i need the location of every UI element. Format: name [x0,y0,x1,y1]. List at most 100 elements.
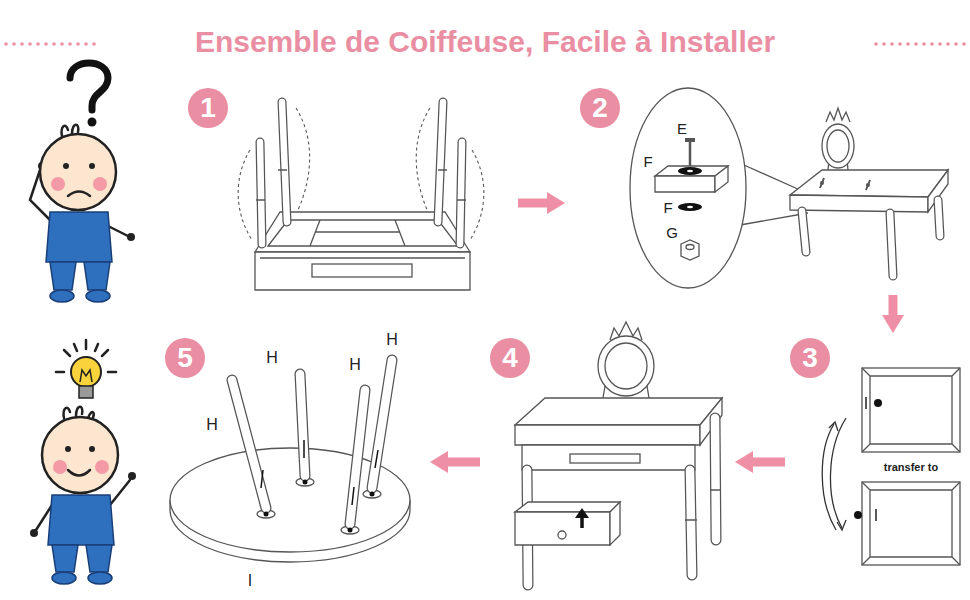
assembled-vanity-part [558,531,566,539]
arrow-shaft [446,458,480,467]
vanity-table-part [938,200,940,236]
upside-down-table [238,102,484,290]
upside-down-table-part [256,170,466,200]
assembled-vanity-part [690,470,692,575]
assembled-vanity-part [598,336,654,396]
upside-down-table-part [255,252,470,290]
part-letter: H [386,331,398,348]
vanity-table-part [790,195,928,212]
happy-boy-part [42,417,118,493]
vanity-table-part [790,170,948,197]
stool-part [300,374,305,476]
drawer-box-part [854,511,862,519]
assembled-vanity-part [610,502,620,545]
vanity-table-part [802,211,806,252]
confused-boy-part [86,290,110,302]
assembled-vanity-part [570,454,640,463]
dotted-rule-part [898,42,902,46]
confused-boy-part [70,63,108,110]
upside-down-table-part [312,264,412,277]
assembled-vanity-part [690,470,692,575]
dotted-rule-part [28,42,32,46]
step-number: 2 [580,88,620,128]
step-number: 3 [790,338,830,378]
assembled-vanity-part [575,508,589,518]
dotted-rule-part [68,42,72,46]
upside-down-table-part [238,150,252,240]
assembled-vanity-part [515,512,610,545]
hardware-callout-part [678,203,702,211]
happy-boy-part [80,370,92,382]
happy-boy-part [71,357,101,387]
happy-boy-part [88,572,112,584]
confused-boy-part [108,226,128,236]
drawer-box [822,368,960,565]
dotted-rule-part [962,42,966,46]
stool-part [232,380,266,508]
hardware-callout-part [686,245,694,250]
happy-boy-part [95,460,109,474]
part-letter: H [206,416,218,433]
assembled-vanity-part [715,418,716,540]
happy-boy-part [48,495,114,545]
part-letter: E [677,120,687,137]
drawer-box-part [822,424,836,530]
dotted-rule-part [60,42,64,46]
part-letter: F [663,199,672,216]
arrow-shaft [889,295,898,317]
step-number: 4 [490,338,530,378]
confused-boy-part [50,290,74,302]
dotted-rule-part [906,42,910,46]
hardware-callout-part [685,138,695,142]
stool [170,360,410,562]
vanity-table-part [890,213,893,276]
dotted-rule-part [36,42,40,46]
dotted-rule-part [930,42,934,46]
step-panel: 2 [578,85,965,290]
vanity-table-part [938,200,940,236]
arrow-head [882,315,904,333]
upside-down-table-part [282,102,287,222]
assembled-vanity-part [515,502,620,512]
step-number: 5 [165,338,205,378]
happy-boy-part [89,446,95,452]
arrow-head [547,192,565,214]
part-letter: F [643,153,652,170]
happy-boy-part [128,472,136,480]
drawer-box-part [830,418,846,528]
happy-boy-part [65,446,71,452]
step-arrow [735,451,785,473]
dotted-rule-part [4,42,8,46]
upside-down-table-part [268,220,458,246]
stool-part [348,528,353,533]
dotted-rule-part [914,42,918,46]
confused-boy-part [84,262,110,290]
hardware-callout-part [681,240,699,260]
page-title: Ensemble de Coiffeuse, Facile à Installe… [195,24,775,60]
assembled-vanity-part [522,445,695,470]
drawer-box-part [862,482,960,565]
part-letter: H [266,349,278,366]
dotted-rule-part [52,42,56,46]
happy-boy-part [52,572,76,584]
dotted-rule-part [922,42,926,46]
stool-part [232,380,266,508]
hardware-callout-part [689,142,692,166]
happy-boy-part [68,470,90,476]
vanity-table-part [822,124,854,168]
assembled-vanity-part [715,418,716,540]
happy-boy-part [79,386,93,398]
drawer-box-part [829,422,838,431]
confused-boy-part [127,233,135,241]
drawer-box-part [874,399,882,407]
assembled-vanity-part [515,398,722,425]
dotted-rule-part [76,42,80,46]
dotted-rule-part [954,42,958,46]
drawer-box-part [837,520,846,530]
step-panel: 1 [185,85,505,305]
hardware-callout-part [687,206,693,208]
assembled-vanity-part [515,425,700,445]
step-arrow [882,295,904,333]
